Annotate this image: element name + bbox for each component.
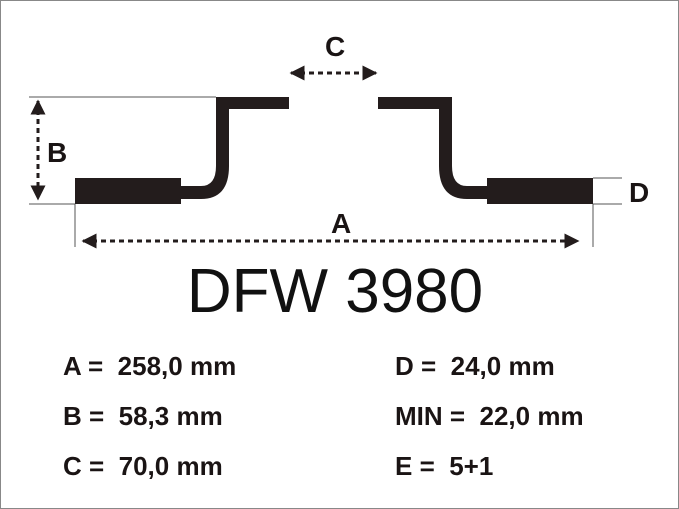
right-friction-ring — [487, 178, 593, 204]
label-d: D — [629, 177, 650, 208]
left-hat — [179, 97, 289, 199]
spec-min: MIN = 22,0 mm — [395, 401, 584, 431]
right-hat — [378, 97, 489, 199]
spec-e: E = 5+1 — [395, 451, 494, 481]
spec-a: A = 258,0 mm — [63, 351, 237, 381]
label-a: A — [331, 208, 352, 239]
label-b: B — [47, 137, 68, 168]
left-friction-ring — [75, 178, 181, 204]
extension-lines — [29, 96, 622, 247]
label-c: C — [325, 31, 346, 62]
part-number-title: DFW 3980 — [186, 257, 484, 326]
spec-c: C = 70,0 mm — [63, 451, 223, 481]
spec-d: D = 24,0 mm — [395, 351, 555, 381]
disc-profile — [75, 97, 593, 204]
spec-b: B = 58,3 mm — [63, 401, 223, 431]
